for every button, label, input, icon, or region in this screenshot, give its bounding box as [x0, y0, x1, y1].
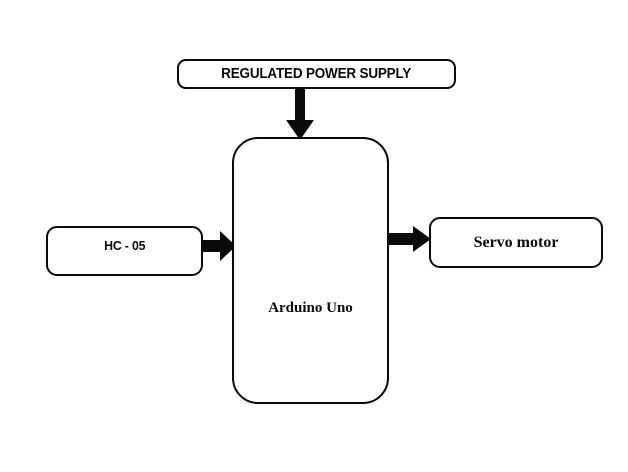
block-label-regulated-power-supply: REGULATED POWER SUPPLY [221, 65, 412, 82]
arrow-arduino-to-servo-motor-icon [385, 226, 431, 252]
block-label-hc-05: HC - 05 [103, 237, 146, 253]
block-label-servo-motor: Servo motor [473, 233, 559, 251]
block-arduino-uno[interactable]: Arduino Uno [232, 137, 389, 404]
arrow-hc-05-to-arduino-icon [200, 231, 236, 261]
block-hc-05[interactable]: HC - 05 [46, 226, 203, 276]
block-label-arduino-uno: Arduino Uno [268, 300, 353, 316]
arrow-power-supply-to-arduino-icon [286, 88, 314, 140]
block-regulated-power-supply[interactable]: REGULATED POWER SUPPLY [177, 59, 456, 89]
block-servo-motor[interactable]: Servo motor [429, 217, 603, 268]
